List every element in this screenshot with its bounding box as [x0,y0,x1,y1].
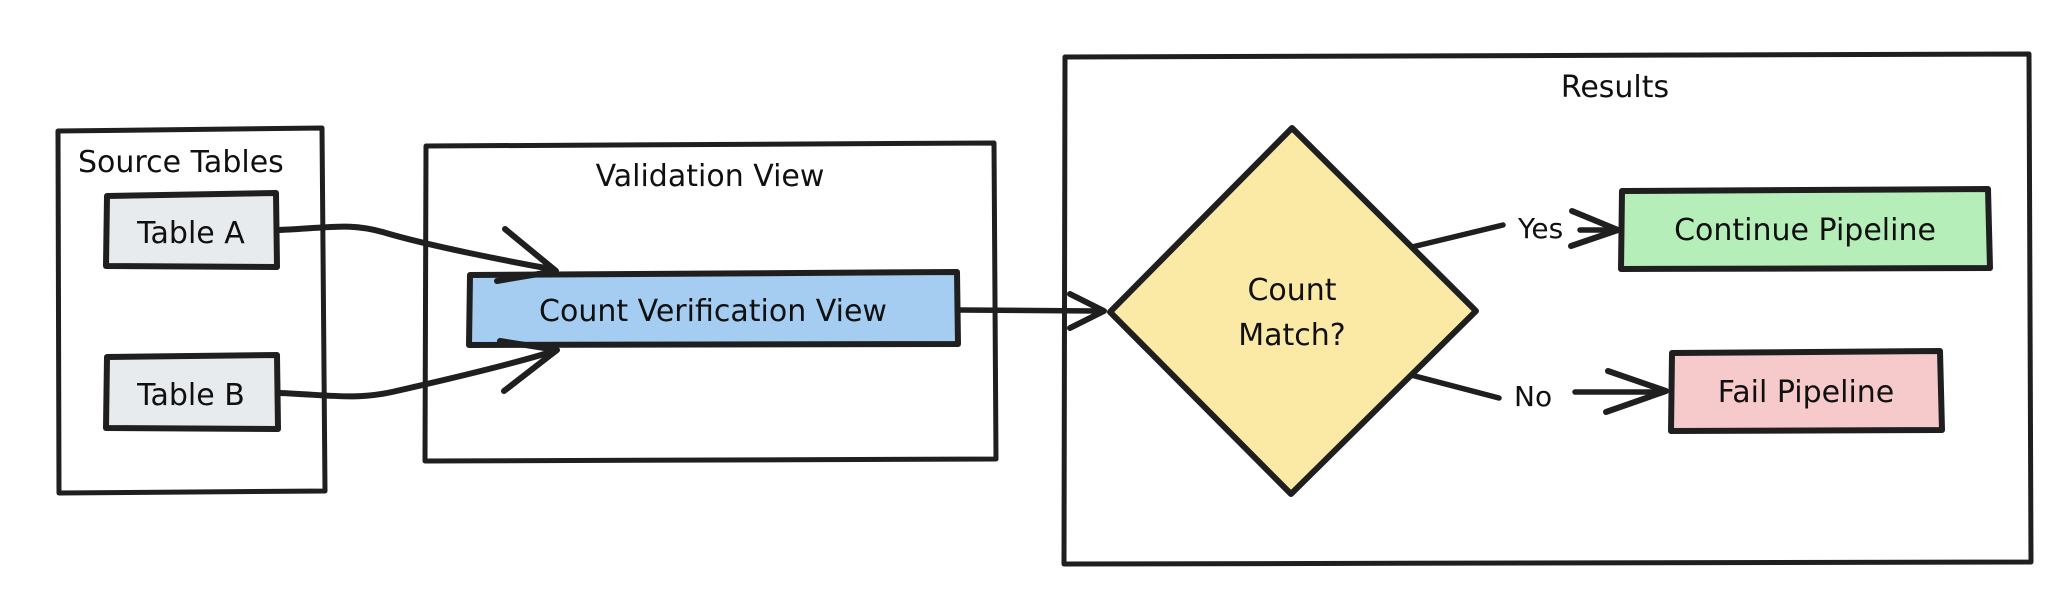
count-verification-view-label: Count Verification View [539,294,887,329]
count-verification-view-shape [466,269,961,348]
edge-table-a-to-count-verification-view [276,223,559,284]
continue-pipeline-shape [1618,186,1993,272]
results-border [1061,51,2034,567]
edge-line [276,223,554,272]
edge-table-b-to-count-verification-view [277,338,560,400]
edge-line [1408,372,1502,401]
fail-pipeline-label: Fail Pipeline [1718,375,1895,410]
table-a-shape [103,190,280,270]
table-b-label: Table B [136,378,245,413]
arrowhead-icon [494,226,559,284]
edge-label-no: No [1514,380,1552,413]
node-table-a[interactable]: Table A [103,190,280,270]
edge-count-match-to-continue-pipeline: Yes [1409,208,1621,250]
source-tables-title: Source Tables [78,145,284,180]
node-count-match[interactable]: Count Match? [1107,125,1479,497]
validation-view-title: Validation View [596,159,825,194]
table-a-label: Table A [136,216,245,251]
source-tables-border [55,125,328,496]
validation-view-border [422,140,999,464]
arrowhead-icon [497,338,560,394]
continue-pipeline-label: Continue Pipeline [1674,213,1936,248]
edge-line [957,307,1101,314]
fail-pipeline-shape [1668,348,1945,434]
node-table-b[interactable]: Table B [103,352,281,432]
node-continue-pipeline[interactable]: Continue Pipeline [1618,186,1993,272]
node-count-verification-view[interactable]: Count Verification View [466,269,961,348]
edge-line [277,349,554,400]
arrowhead-icon [1603,368,1669,415]
edge-line [1409,222,1506,250]
table-b-shape [103,352,281,432]
node-fail-pipeline[interactable]: Fail Pipeline [1668,348,1945,434]
edge-label-yes: Yes [1517,212,1563,245]
count-match-label-line1: Count [1247,273,1336,308]
results-title: Results [1561,70,1669,105]
group-validation-view: Validation View [422,140,999,464]
edge-count-verification-view-to-count-match [957,291,1107,331]
group-results: Results [1061,51,2034,567]
group-source-tables: Source Tables [55,125,328,496]
arrowhead-icon [1067,291,1107,331]
count-match-label-line2: Match? [1238,318,1345,353]
count-match-shape [1107,125,1479,497]
edge-count-match-to-fail-pipeline: No [1408,368,1669,415]
